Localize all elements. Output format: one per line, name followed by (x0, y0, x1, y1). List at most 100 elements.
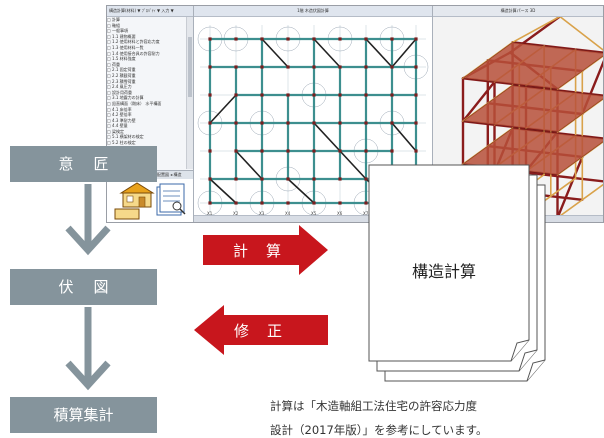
brace-line (365, 38, 393, 68)
brace-line (339, 150, 367, 180)
post-marker (364, 93, 368, 97)
post-marker (338, 93, 342, 97)
post-marker (286, 121, 290, 125)
tree-item[interactable]: □ 設計用荷重 (107, 89, 133, 95)
tree-item[interactable]: □ 2.3 積雪荷重 (107, 78, 136, 84)
tree-item[interactable]: □ 3.1 地震力の計算 (107, 95, 144, 101)
tree-item[interactable]: □ 一般事項 (107, 28, 129, 34)
rafter (511, 15, 561, 44)
rafter (559, 15, 603, 51)
beam (556, 183, 603, 219)
tree-item[interactable]: □ 1.1 建物概要 (107, 33, 136, 39)
post-marker (286, 65, 290, 69)
post-marker (338, 65, 342, 69)
tree-item[interactable]: □ 1.5 材料強度 (107, 56, 136, 62)
post-marker (312, 37, 316, 41)
post-marker (286, 149, 290, 153)
tree-item[interactable]: □ 4.2 壁倍率 (107, 112, 132, 118)
post-marker (260, 149, 264, 153)
post-marker (338, 201, 342, 205)
post-marker (234, 177, 238, 181)
axis-label: X1 (207, 211, 213, 216)
post-marker (312, 121, 316, 125)
brace-line (261, 38, 289, 68)
brace-line (391, 38, 417, 68)
structure-tree-panel: 構造計算(材料) ▼ ﾌﾟﾛﾊﾟﾃｨ ▼ 入力 ▼ □ 計算 □ 軸組 □ 一般… (107, 6, 194, 222)
tree-item[interactable]: □ 4.1 床倍率 (107, 106, 132, 112)
post-marker (364, 121, 368, 125)
post-marker (260, 201, 264, 205)
calc-label: 計算 (233, 242, 300, 260)
post-marker (364, 201, 368, 205)
structural-plan-drawing[interactable]: X1X2X3X4X5X6X7X8X9 (194, 17, 432, 217)
post-marker (234, 149, 238, 153)
post-marker (260, 121, 264, 125)
post-marker (414, 65, 418, 69)
axis-label: X5 (311, 211, 317, 216)
axis-label: X3 (259, 211, 265, 216)
tree-item[interactable]: □ 梁検定 (107, 128, 125, 134)
floor-slab (462, 42, 603, 90)
floor-plan-title: 1階 木造伏図計算 (194, 6, 432, 17)
post-marker (390, 93, 394, 97)
down-arrow-icon (65, 307, 111, 391)
tree-item[interactable]: □ 5.1 横架材の検定 (107, 134, 144, 140)
flow-step-design: 意匠 (10, 146, 157, 182)
tree-item[interactable]: □ 鉛直構面（剛床） 水平構面 (107, 100, 162, 106)
brace-line (313, 38, 341, 68)
right-arrow-icon (203, 225, 328, 275)
axis-label: X6 (337, 211, 343, 216)
post-marker (208, 177, 212, 181)
tree-item[interactable]: □ 1.2 使用材料と許容応力度 (107, 39, 160, 45)
post-marker (414, 93, 418, 97)
post-marker (234, 65, 238, 69)
post-marker (312, 201, 316, 205)
post-marker (234, 93, 238, 97)
house-illustration-icon (114, 182, 186, 220)
flow-step-framing-plan: 伏図 (10, 269, 157, 305)
post-marker (234, 37, 238, 41)
3d-view-title: 構造計算パース 3D (433, 6, 603, 17)
tree-item[interactable]: □ 5.2 柱の検定 (107, 140, 136, 146)
floor-slab (462, 84, 603, 133)
post-marker (208, 201, 212, 205)
post-marker (286, 37, 290, 41)
post-marker (390, 149, 394, 153)
tree-item[interactable]: □ 計算 (107, 17, 121, 22)
tree-item[interactable]: □ 軸組 (107, 22, 121, 28)
left-arrow-icon (194, 305, 328, 355)
tree-scrollbar[interactable] (186, 17, 193, 169)
tree-item[interactable]: □ 2.1 固定荷重 (107, 67, 136, 73)
post-marker (286, 177, 290, 181)
post-marker (260, 177, 264, 181)
post-marker (414, 37, 418, 41)
post-marker (312, 177, 316, 181)
post-marker (390, 121, 394, 125)
tree-item[interactable]: □ 4.4 壁量 (107, 123, 128, 129)
document-stack-icon (368, 164, 546, 382)
post-marker (286, 93, 290, 97)
axis-label: X2 (233, 211, 239, 216)
post-marker (208, 149, 212, 153)
tree-toolbar[interactable]: 構造計算(材料) ▼ ﾌﾟﾛﾊﾟﾃｨ ▼ 入力 ▼ (107, 6, 193, 17)
revise-left-arrow: 修正 (194, 305, 328, 355)
down-arrow-icon (65, 184, 111, 256)
tree-item[interactable]: □ 1.3 使用材料一覧 (107, 44, 144, 50)
tree-item[interactable]: □ 2.2 積載荷重 (107, 72, 136, 78)
revise-label: 修正 (234, 322, 301, 340)
calc-right-arrow: 計算 (203, 225, 328, 275)
brace-line (209, 94, 237, 124)
post-marker (364, 149, 368, 153)
axis-label: X4 (285, 211, 291, 216)
post-marker (414, 121, 418, 125)
tree-item[interactable]: □ 1.4 使用接合具の許容耐力 (107, 50, 160, 56)
brace (461, 80, 496, 123)
tree-item[interactable]: □ 2.4 風圧力 (107, 84, 132, 90)
document-title: 構造計算 (411, 262, 476, 281)
tree-item[interactable]: □ 荷重 (107, 61, 121, 67)
brace-line (209, 178, 237, 204)
tree-item[interactable]: □ 4.3 準耐力壁 (107, 117, 136, 123)
brace (556, 155, 584, 220)
brace-line (313, 122, 341, 152)
brace-line (235, 150, 263, 180)
